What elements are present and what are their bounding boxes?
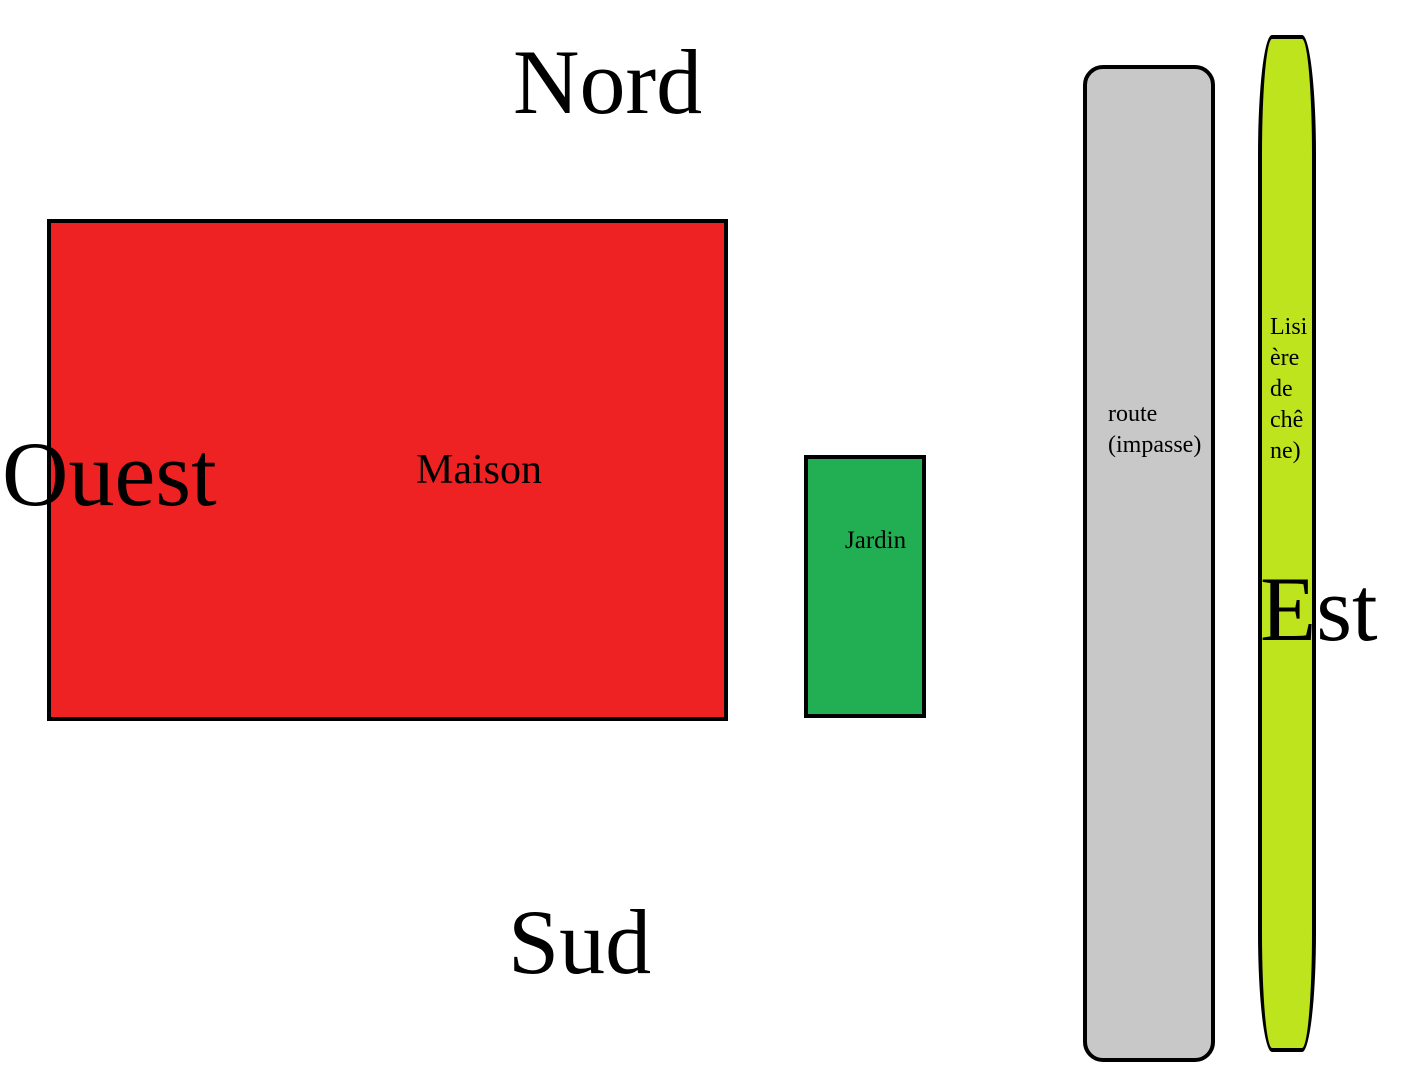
forest-edge-label-line-2: ère [1270, 345, 1300, 371]
forest-edge-area [1258, 35, 1316, 1052]
road-label-line-2: (impasse) [1108, 432, 1202, 458]
road-area [1083, 65, 1215, 1062]
forest-edge-label-line-4: chê [1270, 407, 1304, 433]
forest-edge-label-line-5: ne) [1270, 438, 1301, 464]
garden-area [804, 455, 926, 718]
garden-label: Jardin [845, 527, 907, 554]
road-label-line-1: route [1108, 401, 1158, 427]
compass-south: Sud [508, 891, 652, 993]
forest-edge-label-line-1: Lisi [1270, 314, 1308, 340]
house-label: Maison [416, 447, 542, 493]
compass-east: Est [1260, 558, 1378, 660]
house-area [47, 219, 728, 721]
compass-west: Ouest [2, 423, 217, 525]
forest-edge-label-line-3: de [1270, 376, 1293, 402]
compass-north: Nord [513, 31, 703, 133]
